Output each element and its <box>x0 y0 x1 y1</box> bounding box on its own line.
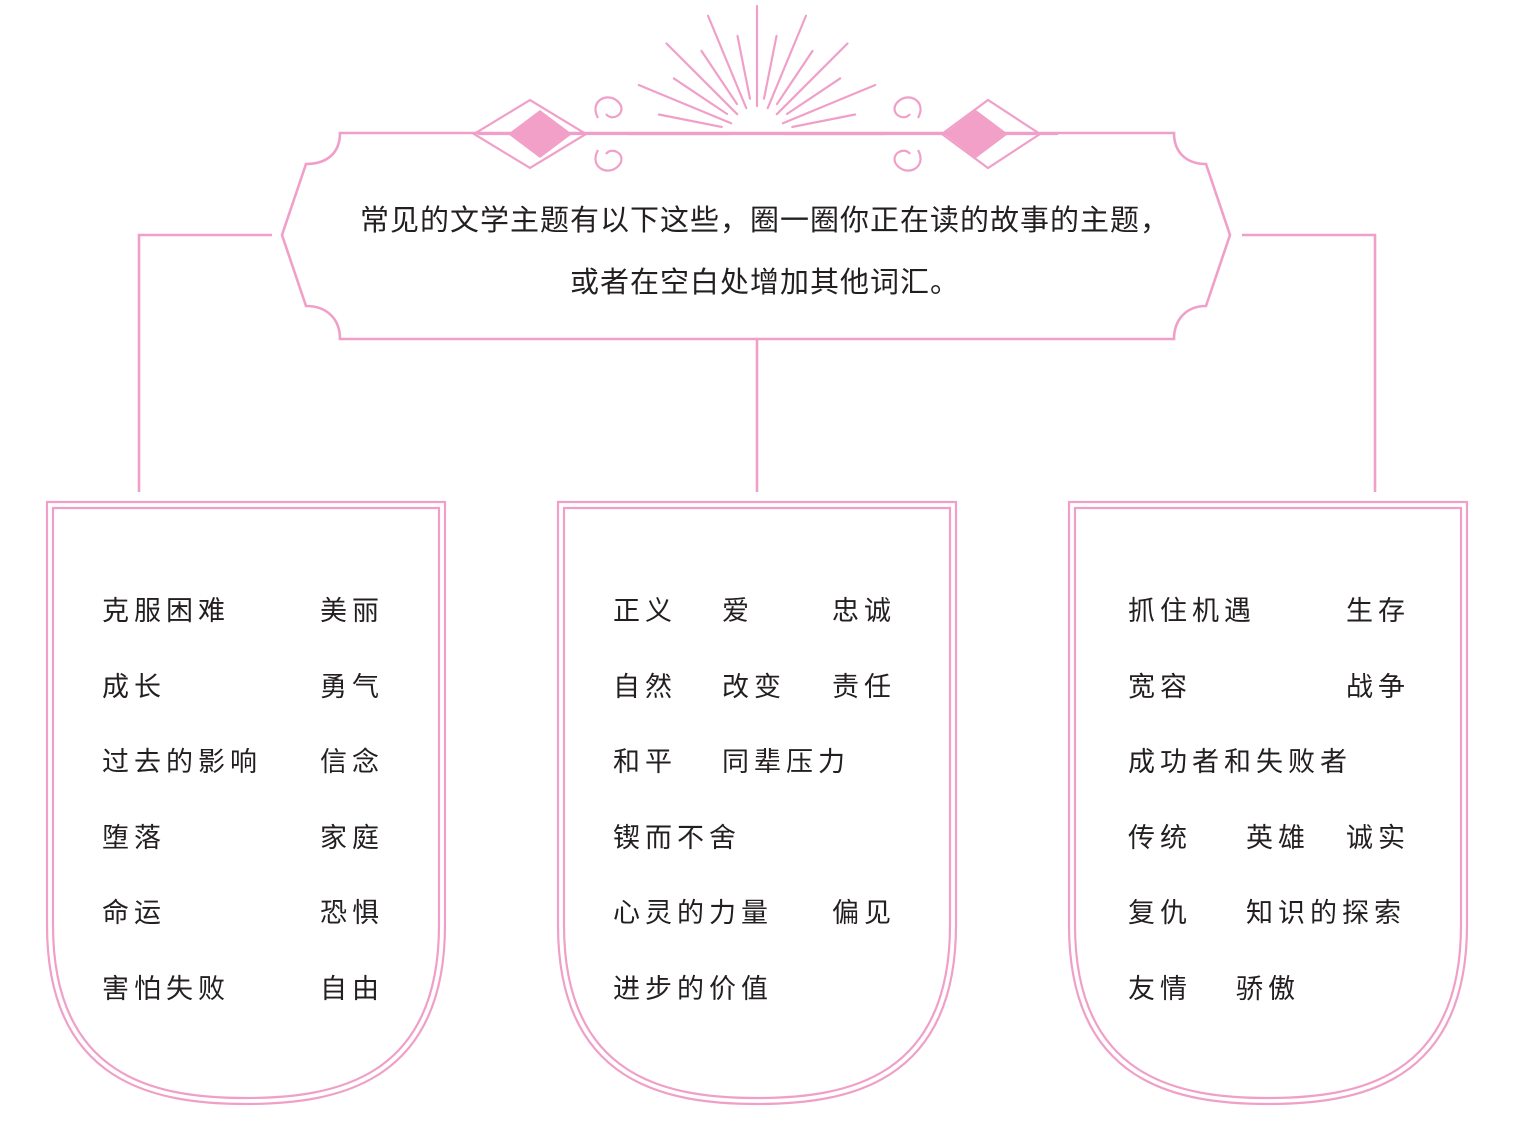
theme-word: 自然 <box>613 672 677 703</box>
theme-word: 信念 <box>320 747 384 778</box>
header-frame <box>280 131 1232 341</box>
panel-frames <box>45 500 1469 1106</box>
theme-word: 改变 <box>722 672 786 703</box>
theme-word: 正义 <box>613 596 677 627</box>
panel-frame-3 <box>1067 500 1469 1106</box>
theme-word: 宽容 <box>1128 672 1192 703</box>
theme-word: 心灵的力量 <box>613 898 773 929</box>
theme-word: 传统 <box>1128 823 1192 854</box>
sunburst-ray <box>781 83 877 125</box>
theme-word: 抓住机遇 <box>1128 596 1256 627</box>
sunburst-ray <box>637 83 733 125</box>
theme-word: 自由 <box>320 974 384 1005</box>
sunburst-ray <box>762 34 778 100</box>
sunburst-icon <box>627 4 887 136</box>
panel-frame-2 <box>556 500 958 1106</box>
theme-word: 家庭 <box>320 823 384 854</box>
theme-word: 爱 <box>722 596 754 627</box>
theme-word: 骄傲 <box>1236 974 1300 1005</box>
theme-word: 诚实 <box>1346 823 1410 854</box>
sunburst-ray <box>791 113 857 129</box>
sunburst-ray <box>700 49 739 106</box>
theme-word: 偏见 <box>832 898 896 929</box>
sunburst-ray <box>665 42 739 116</box>
theme-word: 成功者和失败者 <box>1128 747 1352 778</box>
theme-word: 美丽 <box>320 596 384 627</box>
theme-word: 命运 <box>102 898 166 929</box>
sunburst-ray <box>775 42 849 116</box>
theme-word: 堕落 <box>102 823 166 854</box>
sunburst-ray <box>775 49 814 106</box>
theme-word: 恐惧 <box>320 898 384 929</box>
header-line-2: 或者在空白处增加其他词汇。 <box>569 265 960 299</box>
theme-word: 过去的影响 <box>102 747 262 778</box>
sunburst-ray <box>657 113 723 129</box>
header-line-1: 常见的文学主题有以下这些，圈一圈你正在读的故事的主题， <box>359 203 1170 237</box>
theme-word: 友情 <box>1128 974 1192 1005</box>
theme-word: 责任 <box>832 672 896 703</box>
theme-word: 英雄 <box>1246 823 1310 854</box>
theme-word: 复仇 <box>1128 898 1192 929</box>
sunburst-ray <box>672 77 729 116</box>
theme-word: 同辈压力 <box>722 747 850 778</box>
theme-word: 生存 <box>1346 596 1410 627</box>
theme-word: 战争 <box>1346 672 1410 703</box>
theme-word: 和平 <box>613 747 677 778</box>
theme-word: 克服困难 <box>102 596 230 627</box>
panel-frame-2 <box>562 506 952 1100</box>
theme-word: 锲而不舍 <box>613 823 741 854</box>
panel-frame-3 <box>1073 506 1463 1100</box>
theme-word: 成长 <box>102 672 166 703</box>
theme-word: 忠诚 <box>832 596 896 627</box>
sunburst-ray <box>706 14 748 110</box>
sunburst-ray <box>736 34 752 100</box>
sunburst-ray <box>766 14 808 110</box>
connector-lines <box>137 233 1377 492</box>
theme-word: 害怕失败 <box>102 974 230 1005</box>
panel-frame-1 <box>45 500 447 1106</box>
theme-word: 进步的价值 <box>613 974 773 1005</box>
sunburst-ray <box>785 77 842 116</box>
theme-word: 勇气 <box>320 672 384 703</box>
theme-word: 知识的探索 <box>1246 898 1406 929</box>
panel-frame-1 <box>51 506 441 1100</box>
